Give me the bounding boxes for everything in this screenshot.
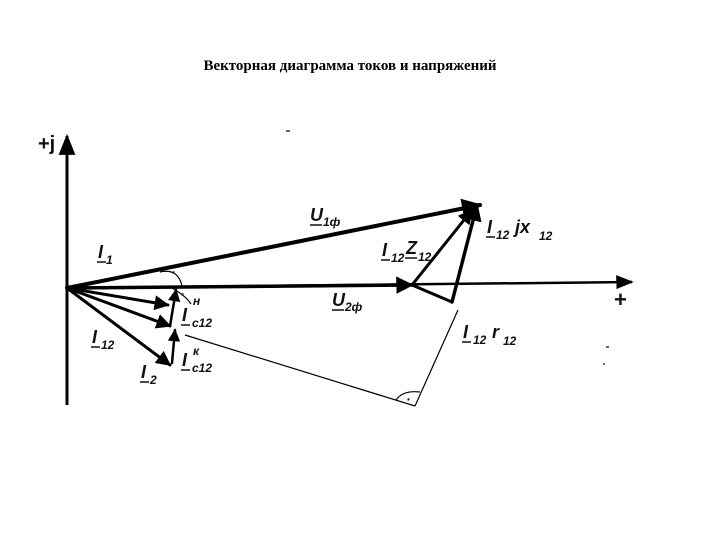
right-angle-dot-3: · (406, 391, 411, 407)
label-i12r12: I 12 r 12 (462, 322, 517, 348)
svg-text:I: I (182, 350, 188, 370)
label-i12: I 12 (91, 327, 115, 352)
label-u2f: U 2ф (332, 290, 363, 314)
vector-i12z12 (410, 208, 474, 287)
right-angle-arc-2 (171, 287, 192, 305)
svg-text:I: I (98, 242, 104, 262)
label-ic12k: I к c12 (181, 344, 212, 375)
svg-text:12: 12 (503, 334, 517, 348)
svg-text:1ф: 1ф (323, 215, 341, 229)
right-angle-arc-1 (159, 270, 183, 287)
svg-text:I: I (382, 240, 388, 260)
svg-text:I: I (141, 362, 147, 382)
svg-text:U: U (332, 290, 346, 310)
svg-text:12: 12 (391, 251, 405, 265)
svg-text:I: I (463, 322, 469, 342)
svg-text:Z: Z (405, 238, 418, 258)
svg-text:12: 12 (418, 250, 432, 264)
construction-line-low (184, 334, 416, 407)
label-ic12n: I н c12 (181, 294, 212, 330)
label-i1: I 1 (97, 242, 113, 267)
svg-text:U: U (310, 205, 324, 225)
svg-text:I: I (487, 217, 493, 237)
vector-ic12n (167, 288, 181, 328)
svg-text:I: I (92, 327, 98, 347)
vector-i2 (65, 286, 172, 367)
diagram-title: Векторная диаграмма токов и напряжений (203, 58, 497, 74)
svg-text:c12: c12 (192, 316, 212, 330)
svg-text:2ф: 2ф (344, 300, 363, 314)
vector-ic12k (167, 328, 181, 365)
label-i12z12: I 12 Z 12 (381, 238, 432, 265)
right-angle-dot-2: · (180, 286, 185, 302)
imag-axis-label: +j (38, 133, 55, 155)
svg-text:12: 12 (496, 228, 510, 242)
vector-u2f (65, 276, 414, 294)
right-angle-arc-3 (395, 391, 421, 401)
label-i2: I 2 (140, 362, 157, 387)
svg-text:jx: jx (513, 217, 531, 237)
svg-text:12: 12 (101, 338, 115, 352)
vector-i1 (65, 286, 170, 311)
svg-text:I: I (182, 305, 188, 325)
construction-line-r (414, 309, 459, 407)
svg-text:12: 12 (473, 333, 487, 347)
svg-text:12: 12 (539, 229, 553, 243)
label-u1f: U 1ф (310, 205, 341, 229)
vector-u1f (65, 198, 482, 290)
svg-text:c12: c12 (192, 361, 212, 375)
vector-i12r12 (410, 283, 454, 304)
svg-text:к: к (193, 344, 200, 358)
real-axis-label: + (614, 287, 627, 312)
label-i12jx12: I 12 jx 12 (486, 217, 553, 243)
svg-text:2: 2 (149, 373, 157, 387)
svg-text:н: н (193, 294, 201, 308)
svg-text:1: 1 (106, 253, 113, 267)
right-angle-dot-1: · (171, 264, 176, 280)
svg-text:r: r (492, 322, 500, 342)
vector-i12 (65, 286, 172, 329)
